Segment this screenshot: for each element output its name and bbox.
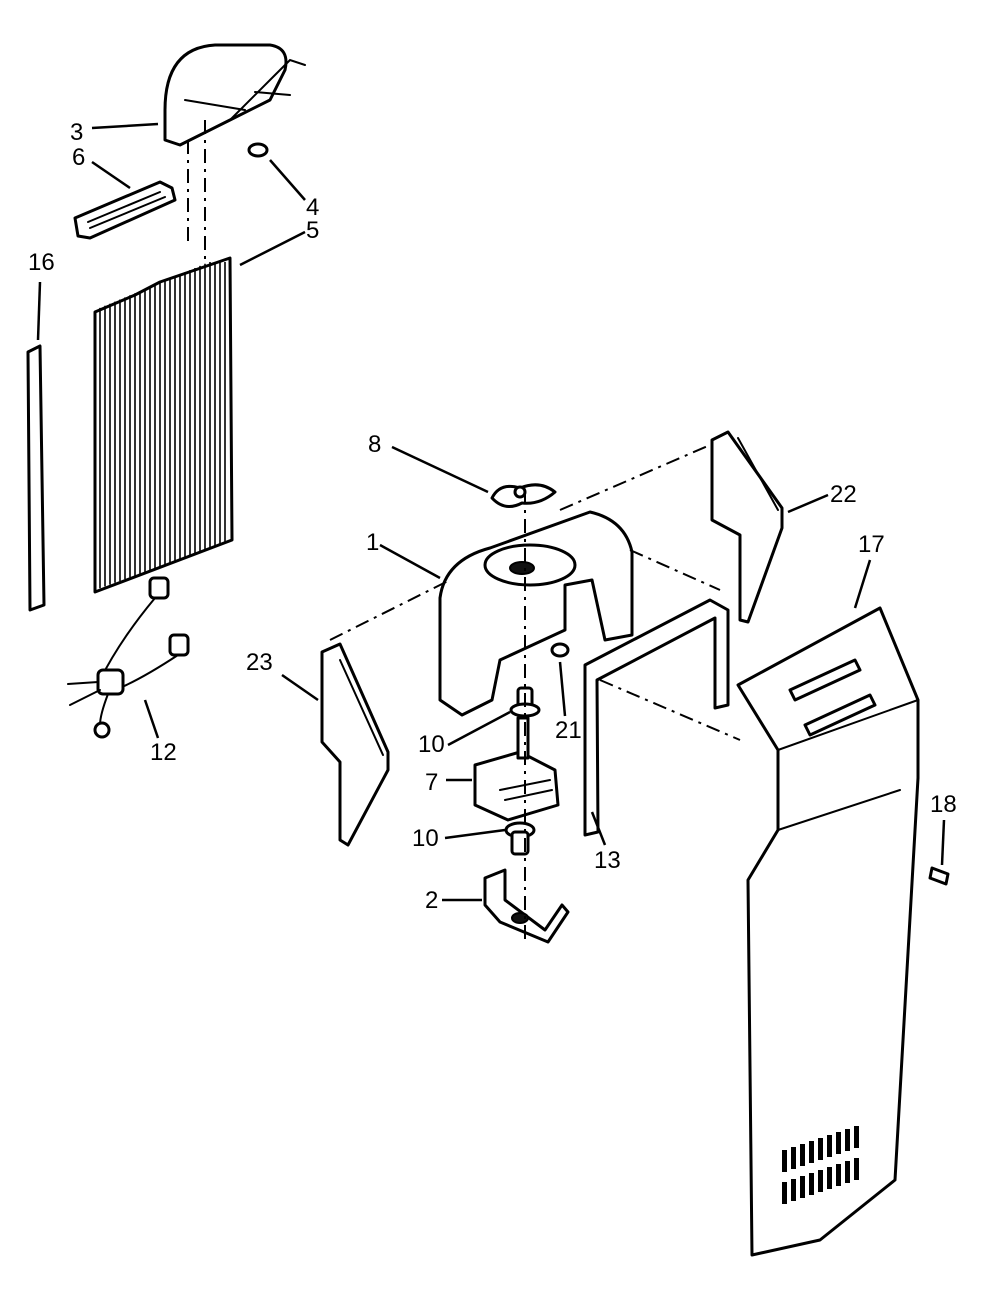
- part-16-side-strip: [26, 344, 46, 612]
- label-10-upper: 10: [418, 731, 445, 758]
- part-5-evaporator-cover: [93, 256, 234, 594]
- part-3-cover-top: [163, 43, 306, 147]
- label-13: 13: [594, 847, 621, 874]
- label-5: 5: [306, 217, 319, 244]
- label-10-lower: 10: [412, 825, 439, 852]
- label-23: 23: [246, 649, 273, 676]
- part-8-fan-blade: [490, 483, 557, 509]
- part-21-screw: [550, 642, 570, 658]
- label-2: 2: [425, 887, 438, 914]
- part-7-fan-motor: [473, 716, 560, 822]
- part-2-motor-bracket: [483, 868, 570, 944]
- label-3: 3: [70, 119, 83, 146]
- label-22: 22: [830, 481, 857, 508]
- label-16: 16: [28, 249, 55, 276]
- label-21: 21: [555, 717, 582, 744]
- label-8: 8: [368, 431, 381, 458]
- label-12: 12: [150, 739, 177, 766]
- part-13-gasket: [583, 598, 730, 837]
- alignment-lines: [187, 120, 741, 945]
- callouts: 3 6 4 5 16 12 8 1 23 10 21 7 10 13 2 22 …: [28, 119, 957, 914]
- part-17-rear-panel: [736, 606, 920, 1257]
- part-22-baffle-right: [710, 430, 784, 624]
- label-17: 17: [858, 531, 885, 558]
- part-23-baffle-left: [320, 642, 390, 847]
- label-7: 7: [425, 769, 438, 796]
- part-4-screw: [247, 142, 269, 158]
- part-12-wire-harness: [67, 576, 190, 739]
- part-6-air-grille: [73, 180, 177, 240]
- label-4: 4: [306, 194, 319, 221]
- label-1: 1: [366, 529, 379, 556]
- part-18-screw: [928, 866, 950, 886]
- label-6: 6: [72, 144, 85, 171]
- part-1-fan-shroud: [438, 510, 634, 717]
- part-10-grommet-lower: [504, 821, 536, 856]
- label-18: 18: [930, 791, 957, 818]
